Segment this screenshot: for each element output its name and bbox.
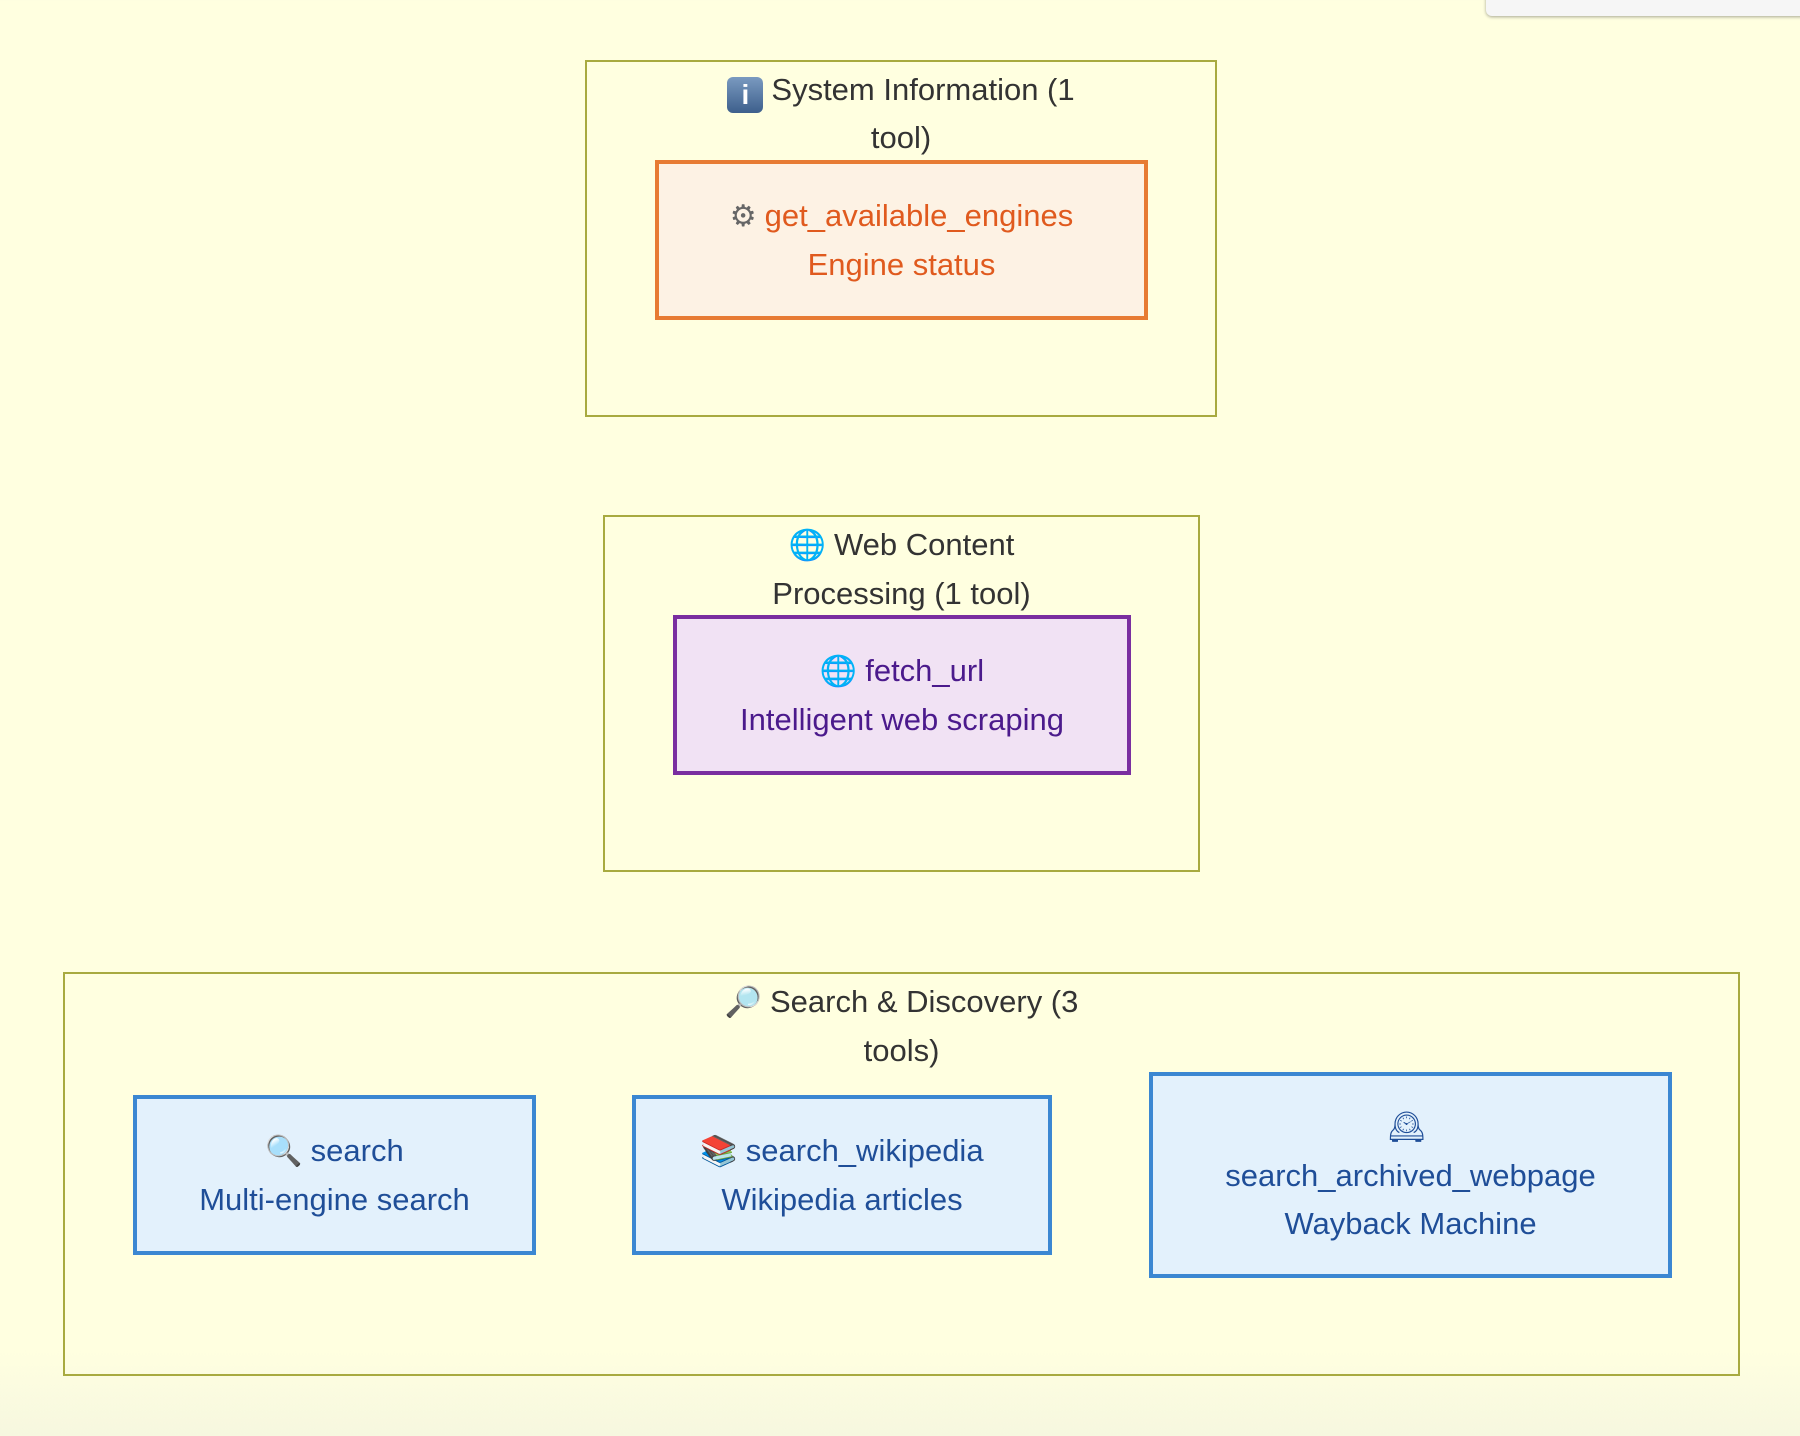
node-name: fetch_url — [865, 652, 985, 688]
node-name: search_wikipedia — [745, 1132, 984, 1168]
cluster-title-text: Web Content Processing (1 tool) — [772, 527, 1031, 611]
node-search[interactable]: 🔍search Multi-engine search — [133, 1095, 536, 1255]
cluster-title: 🔎Search & Discovery (3 tools) — [702, 978, 1102, 1075]
magnifier-icon: 🔎 — [724, 986, 762, 1019]
node-description: Multi-engine search — [199, 1181, 470, 1217]
node-description: Wikipedia articles — [721, 1181, 963, 1217]
node-name: search — [310, 1132, 404, 1168]
cluster-title-text: System Information (1 tool) — [771, 72, 1075, 155]
globe-icon: 🌐 — [819, 654, 858, 688]
node-name: get_available_engines — [764, 197, 1074, 233]
node-search-wikipedia[interactable]: 📚search_wikipedia Wikipedia articles — [632, 1095, 1052, 1255]
info-icon: i — [727, 77, 764, 113]
clock-icon: 🕰 — [1387, 1110, 1426, 1144]
node-name: search_archived_webpage — [1225, 1157, 1596, 1193]
corner-panel-tab[interactable] — [1486, 0, 1800, 16]
node-description: Wayback Machine — [1284, 1205, 1537, 1241]
node-get-available-engines[interactable]: ⚙get_available_engines Engine status — [655, 160, 1148, 320]
node-description: Engine status — [807, 246, 996, 282]
cluster-title: 🌐Web Content Processing (1 tool) — [752, 521, 1052, 618]
node-fetch-url[interactable]: 🌐fetch_url Intelligent web scraping — [673, 615, 1131, 775]
globe-icon: 🌐 — [788, 529, 826, 562]
cluster-title-text: Search & Discovery (3 tools) — [769, 984, 1079, 1068]
gear-icon: ⚙ — [729, 199, 757, 233]
cluster-web-content-processing: 🌐Web Content Processing (1 tool) 🌐fetch_… — [603, 515, 1200, 872]
search-icon: 🔍 — [265, 1134, 303, 1168]
books-icon: 📚 — [700, 1134, 738, 1168]
node-description: Intelligent web scraping — [740, 701, 1064, 737]
cluster-search-discovery: 🔎Search & Discovery (3 tools) 🔍search Mu… — [63, 972, 1740, 1376]
node-search-archived-webpage[interactable]: 🕰 search_archived_webpage Wayback Machin… — [1149, 1072, 1672, 1278]
